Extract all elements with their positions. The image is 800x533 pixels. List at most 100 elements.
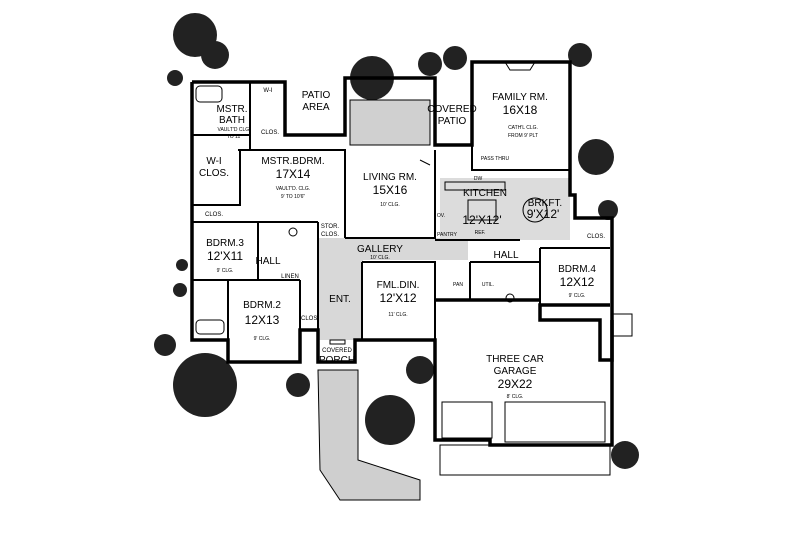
- small-labels: CLOS. CLOS. CLOS. CLOS. STOR. CLOS. HALL…: [205, 130, 605, 322]
- garage-label-2: GARAGE: [494, 366, 537, 377]
- pantry-label: PANTRY: [437, 232, 457, 238]
- porch-label-2: PORCH: [319, 355, 355, 366]
- ent-label: ENT.: [329, 294, 351, 305]
- kitchen-dim: 12'X12': [462, 213, 501, 227]
- paving: [317, 99, 611, 501]
- toilet: [505, 293, 515, 303]
- entry-floor: [318, 260, 363, 340]
- garage-note: 8' CLG.: [507, 394, 524, 400]
- wi-clos-label-2: CLOS.: [199, 168, 229, 179]
- covered-patio-label: COVERED: [427, 104, 476, 115]
- breakfast-table: [522, 197, 548, 223]
- tree-icon: [173, 283, 187, 297]
- mstr-bath-label-2: BATH: [219, 115, 245, 126]
- mstr-bdrm-name: MSTR.BDRM.: [261, 156, 324, 167]
- pass-thru-label: PASS THRU: [481, 156, 510, 162]
- landscaping: [154, 13, 639, 469]
- stor-clos-label: CLOS.: [321, 232, 339, 238]
- living-room-name: LIVING RM.: [363, 172, 417, 183]
- linen-label: LINEN: [281, 274, 299, 280]
- ov-label: OV.: [437, 213, 445, 219]
- tree-icon: [365, 395, 415, 445]
- porch-label: COVERED: [322, 348, 352, 354]
- bdrm4-note: 9' CLG.: [569, 293, 586, 299]
- brkft-dim: 9'X12': [527, 207, 560, 221]
- fixtures: [195, 61, 633, 443]
- util-label: UTIL.: [482, 282, 494, 288]
- room-labels: PATIO AREA W-I COVERED PATIO FAMILY RM. …: [199, 88, 596, 400]
- mstr-bath-note-2: TO 11': [227, 134, 241, 140]
- living-room-dim: 15X16: [373, 183, 408, 197]
- clos-label: CLOS.: [205, 212, 223, 218]
- fml-din-dim: 12'X12: [380, 291, 417, 305]
- gallery-floor: [318, 238, 468, 260]
- ref-label: REF.: [475, 230, 486, 236]
- tree-icon: [173, 353, 237, 417]
- stone-walk: [349, 99, 431, 146]
- bdrm4-dim: 12X12: [560, 275, 595, 289]
- mstr-bath-note: VAULT'D CLG.: [218, 127, 251, 133]
- hall-right-label: HALL: [493, 250, 518, 261]
- wi-clos-label: W-I: [206, 156, 221, 167]
- mstr-bdrm-dim: 17X14: [276, 167, 311, 181]
- mstr-bdrm-note-2: 9' TO 10'6": [281, 194, 306, 200]
- kitchen-counter: [444, 181, 506, 191]
- covered-patio-label-2: PATIO: [438, 116, 467, 127]
- fireplace: [504, 61, 536, 71]
- family-room-note: CATH'L CLG.: [508, 125, 538, 131]
- interior-walls: [192, 82, 610, 340]
- garage-label: THREE CAR: [486, 354, 544, 365]
- family-room-name: FAMILY RM.: [492, 92, 548, 103]
- bdrm3-note: 9' CLG.: [217, 268, 234, 274]
- front-walk: [317, 369, 421, 501]
- bdrm2-name: BDRM.2: [243, 300, 281, 311]
- patio-label-2: AREA: [302, 102, 330, 113]
- tree-icon: [598, 200, 618, 220]
- step: [611, 313, 633, 337]
- door-panel: [329, 339, 346, 345]
- tree-icon: [406, 356, 434, 384]
- bdrm3-dim: 12'X11: [207, 249, 243, 263]
- kitchen-name: KITCHEN: [463, 188, 507, 199]
- stor-label: STOR.: [321, 224, 340, 230]
- pan-label: PAN: [453, 282, 463, 288]
- mstr-bath-label: MSTR.: [216, 104, 247, 115]
- clos-label-2: CLOS.: [261, 130, 279, 136]
- exterior-walls: [190, 60, 614, 447]
- gallery-label: GALLERY: [357, 244, 403, 255]
- tree-icon: [167, 70, 183, 86]
- bathtub: [195, 319, 225, 335]
- clos-label-3: CLOS.: [301, 316, 319, 322]
- bdrm4-name: BDRM.4: [558, 264, 596, 275]
- brkft-name: BRKFT.: [528, 198, 562, 209]
- driveway: [439, 444, 611, 476]
- tree-icon: [568, 43, 592, 67]
- garage-dim: 29X22: [498, 377, 533, 391]
- bathtub: [195, 85, 223, 103]
- dw-label: DW: [474, 176, 483, 182]
- fireplace: [419, 159, 431, 166]
- garage-door: [504, 401, 606, 443]
- family-room-note-2: FROM 9' PLT: [508, 133, 538, 139]
- tree-icon: [578, 139, 614, 175]
- patio-label: PATIO: [302, 90, 331, 101]
- toilet: [288, 227, 298, 237]
- tree-icon: [201, 41, 229, 69]
- family-room-dim: 16X18: [503, 103, 538, 117]
- tree-icon: [611, 441, 639, 469]
- hall-left-label: HALL: [255, 256, 280, 267]
- living-room-note: 10' CLG.: [380, 202, 400, 208]
- garage-door: [441, 401, 493, 439]
- mstr-bdrm-note: VAULT'D. CLG.: [276, 186, 310, 192]
- gallery-note: 10' CLG.: [370, 255, 390, 261]
- kitchen-island: [467, 199, 497, 221]
- fml-din-name: FML.DIN.: [377, 280, 420, 291]
- tree-icon: [154, 334, 176, 356]
- bdrm2-note: 9' CLG.: [254, 336, 271, 342]
- tree-icon: [286, 373, 310, 397]
- tree-icon: [418, 52, 442, 76]
- tree-icon: [176, 259, 188, 271]
- bdrm3-name: BDRM.3: [206, 238, 244, 249]
- bdrm2-dim: 12X13: [245, 313, 280, 327]
